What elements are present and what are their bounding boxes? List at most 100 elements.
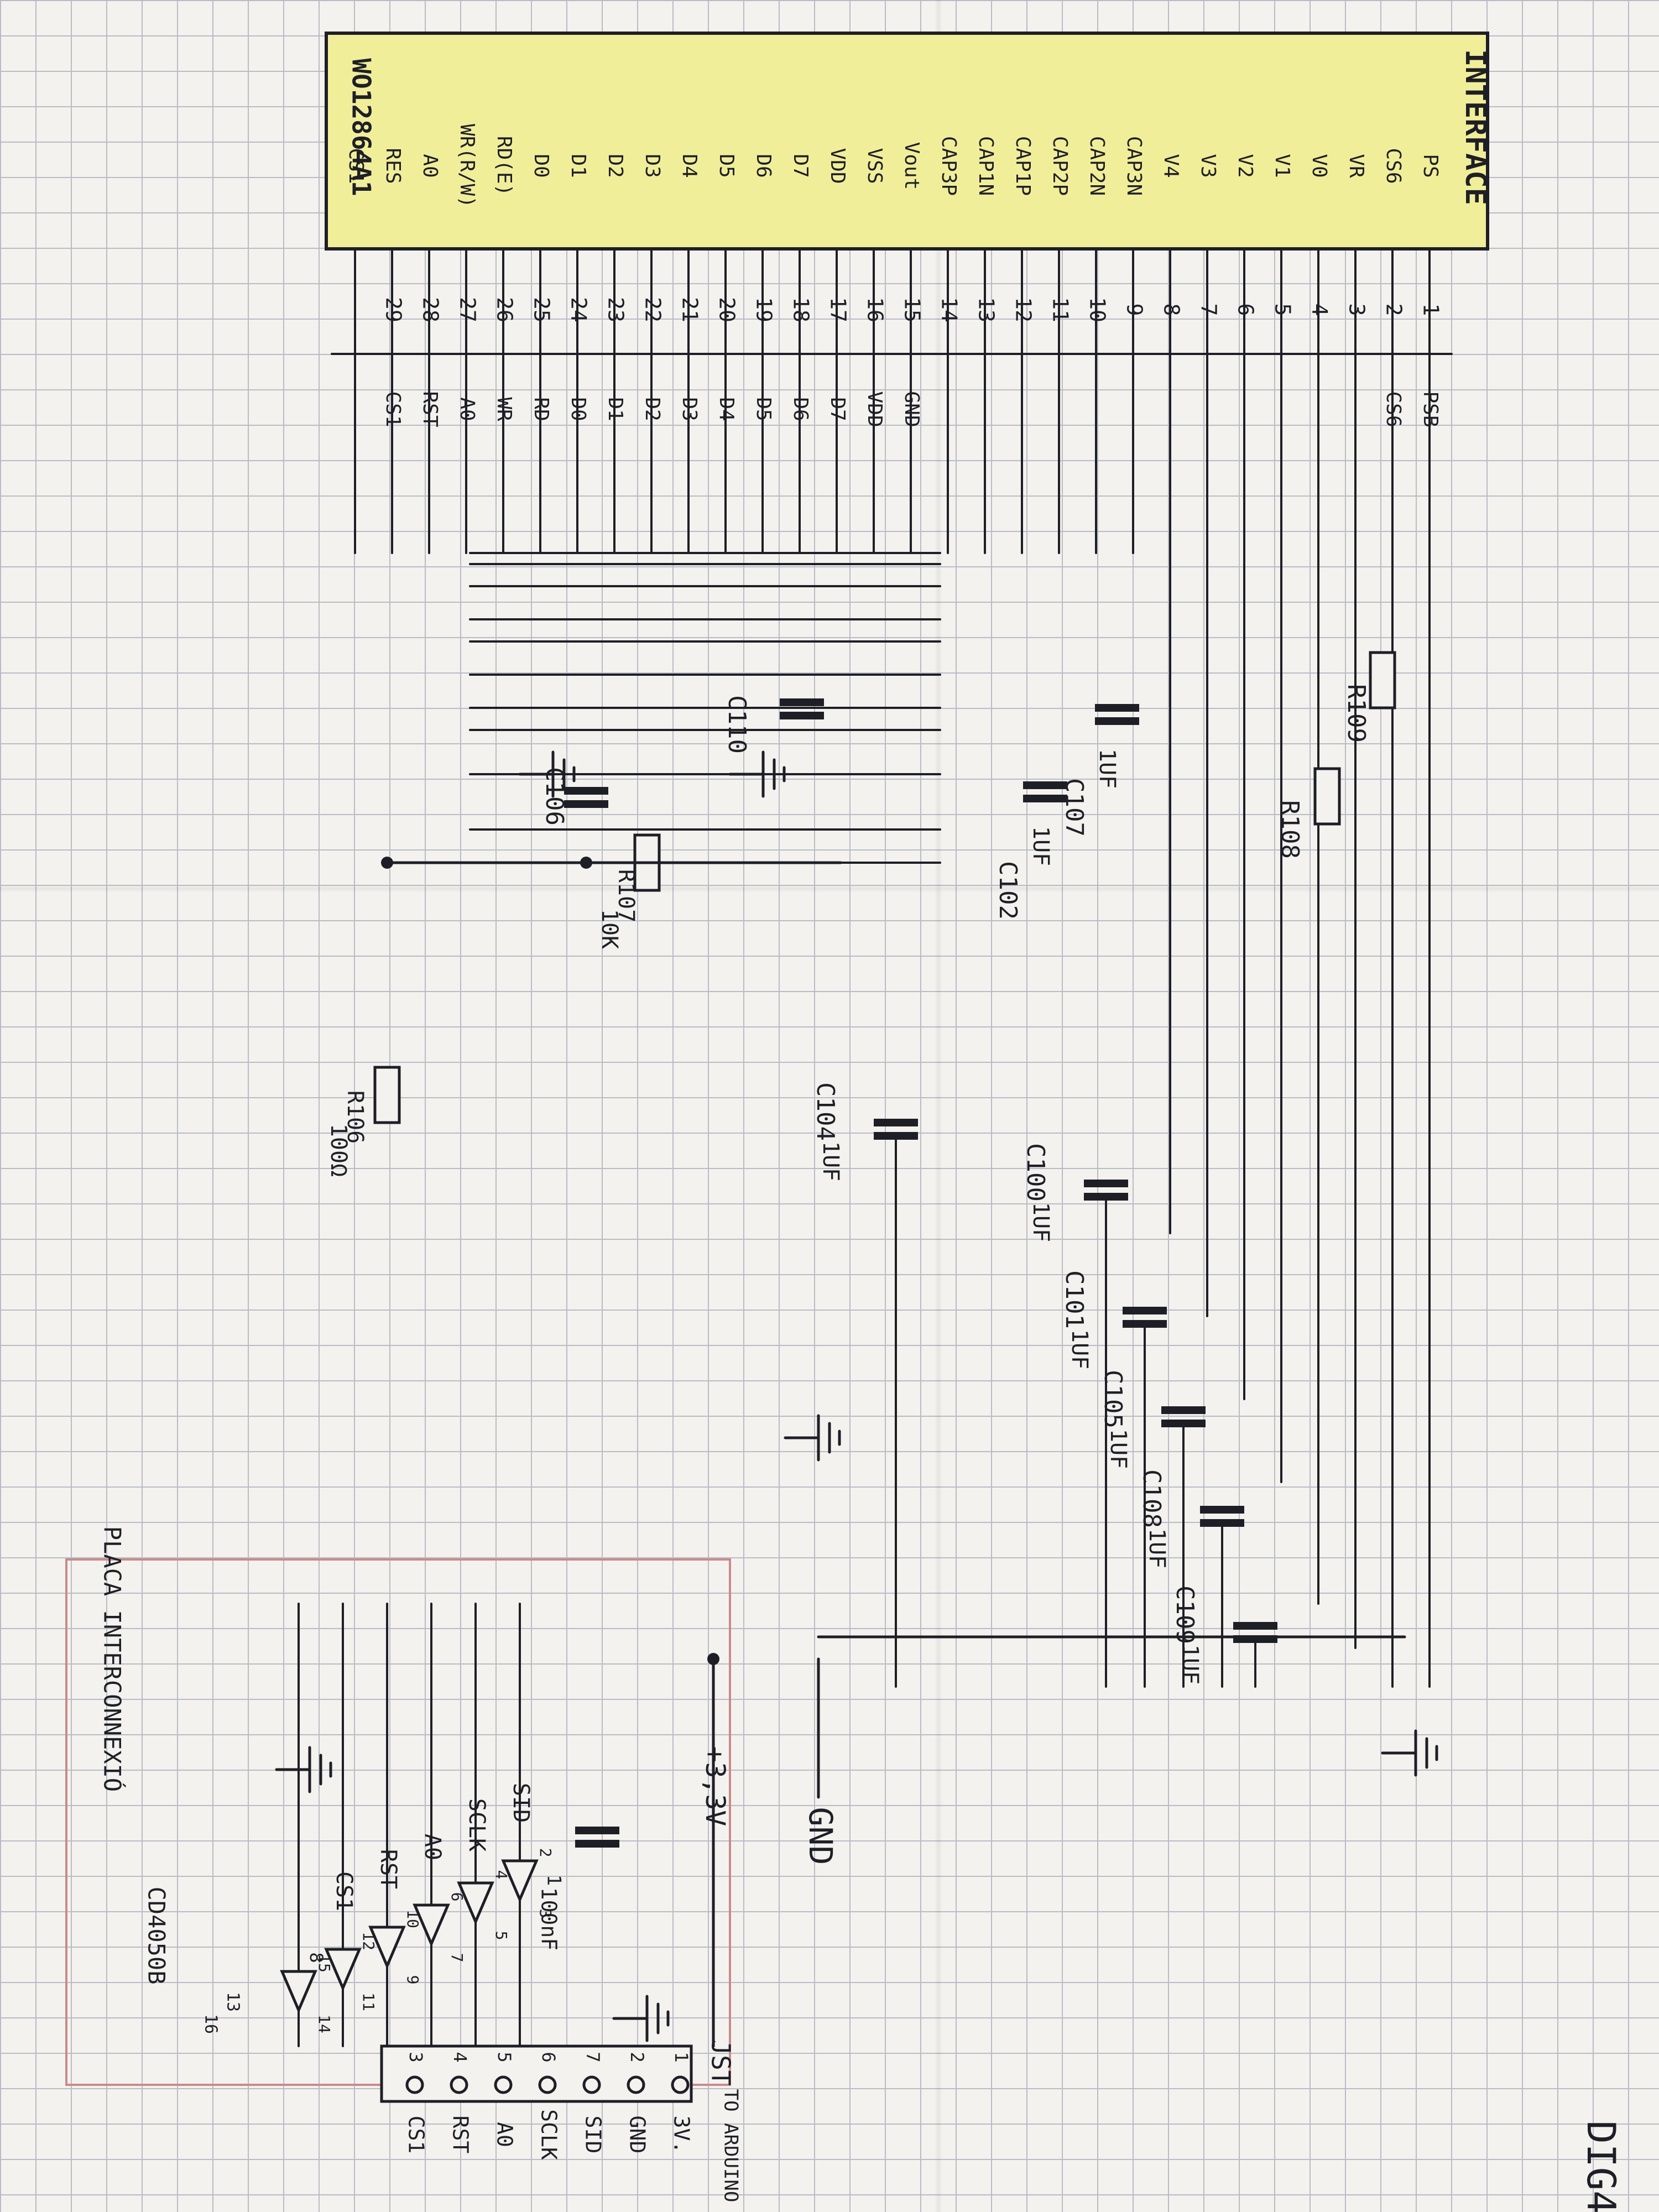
jst-pin-label: 3V. (670, 2116, 694, 2154)
interface-pin-net: A0 (456, 397, 478, 421)
interface-pin-number: 3 (1345, 304, 1369, 316)
interface-pin-number: 2 (1382, 304, 1406, 316)
interface-pin-name: RES (382, 148, 404, 184)
jst-pin-number: 4 (450, 2052, 471, 2062)
c107-ref: C107 (1060, 778, 1088, 837)
interface-pin-name: D6 (752, 154, 775, 178)
interface-pin-number: 18 (789, 297, 813, 322)
interface-pin-net: WR (493, 397, 515, 421)
c106-ref: C106 (540, 767, 568, 826)
buffer-input-label: CS1 (331, 1871, 357, 1911)
buffer-in-pin: 10 (404, 1910, 422, 1928)
c109-value: 1UF (1177, 1645, 1203, 1684)
interface-pin-net: D3 (678, 397, 701, 421)
interface-pin-net: GND (900, 391, 923, 427)
interface-pin-number: 4 (1308, 304, 1332, 316)
v33-label: +3,3V (700, 1746, 731, 1827)
c102-ref: C102 (994, 861, 1022, 920)
c100nf-label: 100nF (537, 1887, 561, 1950)
buffer-out-pin: 3 (536, 1909, 555, 1918)
interface-pin-number: 14 (937, 297, 962, 322)
interface-pin-number: 8 (1160, 304, 1184, 316)
interface-pin-net: D1 (604, 397, 627, 421)
c109-ref: C109 (1171, 1585, 1199, 1644)
jst-pin-number: 6 (538, 2052, 559, 2062)
c110-ref: C110 (723, 695, 751, 754)
interface-pin-name: CAP2P (1048, 136, 1071, 196)
corner-note: DIG4. (1578, 2121, 1624, 2212)
interface-pin-number: 26 (493, 297, 517, 322)
interface-pin-net: D0 (567, 397, 589, 421)
interface-pin-name: D5 (715, 154, 738, 178)
interface-pin-name: CAP2N (1086, 136, 1108, 196)
interface-pin-net: D7 (826, 397, 849, 421)
gnd-label: GND (802, 1807, 839, 1865)
interface-pin-net: PSB (1419, 391, 1442, 427)
interface-pin-net: CS1 (382, 391, 404, 427)
interface-pin-name: D7 (789, 154, 812, 178)
interface-pin-name: RD(E) (493, 136, 515, 196)
interface-pin-name: PS (1419, 154, 1442, 178)
interface-pin-number: 1 (1419, 304, 1443, 316)
jst-pin (627, 2075, 645, 2094)
c104-value: 1UF (818, 1141, 843, 1181)
interface-pin-number: 29 (382, 297, 406, 322)
jst-pin (494, 2075, 513, 2094)
jst-pin (405, 2075, 424, 2094)
interface-pin-net: RD (530, 397, 552, 421)
jst-pin-number: 5 (494, 2052, 515, 2062)
jst-connector-body (380, 2044, 693, 2103)
buffer-input-label: SCLK (464, 1798, 489, 1851)
buffer-input-label: RST (375, 1849, 401, 1889)
cd4050-buffer (457, 1881, 494, 1926)
interface-pin-net: D5 (752, 397, 775, 421)
interface-pin-number: 24 (567, 297, 591, 322)
buffer-in-pin: 6 (448, 1892, 466, 1902)
interface-pin-name: WR(R/W) (456, 124, 478, 208)
r106-ref: R106 (342, 1091, 368, 1144)
jst-title: JST (706, 2039, 736, 2085)
junction-dot (381, 857, 393, 869)
jst-pin-number: 1 (671, 2052, 692, 2062)
cd4050-pin13: 13 (223, 1992, 243, 2012)
buffer-in-pin: 15 (315, 1954, 333, 1973)
interface-pin-number: 20 (715, 297, 739, 322)
interface-pin-name: D4 (678, 154, 701, 178)
buffer-in-pin: 4 (492, 1870, 510, 1880)
interface-pin-number: 19 (752, 297, 776, 322)
interface-pin-number: 9 (1123, 304, 1147, 316)
interface-pin-number: 21 (678, 297, 702, 322)
c101-value: 1UF (1067, 1329, 1092, 1369)
interface-pin-name: CS1 (345, 148, 367, 184)
jst-pin (450, 2075, 468, 2094)
interface-pin-name: CS6 (1382, 148, 1405, 184)
buffer-out-pin: 9 (404, 1975, 422, 1985)
cd4050-pin16: 16 (201, 2014, 221, 2034)
r106-value: 100Ω (326, 1124, 351, 1177)
c101-ref: C101 (1060, 1270, 1088, 1329)
jst-pin-label: CS1 (404, 2116, 429, 2154)
cd4050-pin1: 1 (543, 1875, 565, 1886)
interface-pin-name: CAP3P (937, 136, 960, 196)
jst-pin-number: 3 (405, 2052, 426, 2062)
buffer-out-pin: 5 (492, 1931, 510, 1940)
interface-pin-net: D4 (715, 397, 738, 421)
interface-pin-number: 15 (900, 297, 925, 322)
interface-pin-name: V0 (1308, 154, 1331, 178)
buffer-out-pin: 14 (315, 2015, 333, 2033)
c102-value: 1UF (1028, 826, 1053, 866)
r109-ref: R109 (1342, 684, 1370, 743)
jst-pin-label: A0 (493, 2122, 517, 2147)
interface-pin-number: 22 (641, 297, 665, 322)
junction-dot (707, 1653, 719, 1665)
jst-pin-number: 2 (627, 2052, 648, 2062)
interface-pin-name: D1 (567, 154, 589, 178)
interface-pin-number: 25 (530, 297, 554, 322)
interface-pin-number: 6 (1234, 304, 1258, 316)
interface-pin-name: A0 (419, 154, 441, 178)
interface-pin-name: V4 (1160, 154, 1182, 178)
interface-pin-net: RST (419, 391, 441, 427)
interface-pin-number: 23 (604, 297, 628, 322)
jst-pin (671, 2075, 690, 2094)
